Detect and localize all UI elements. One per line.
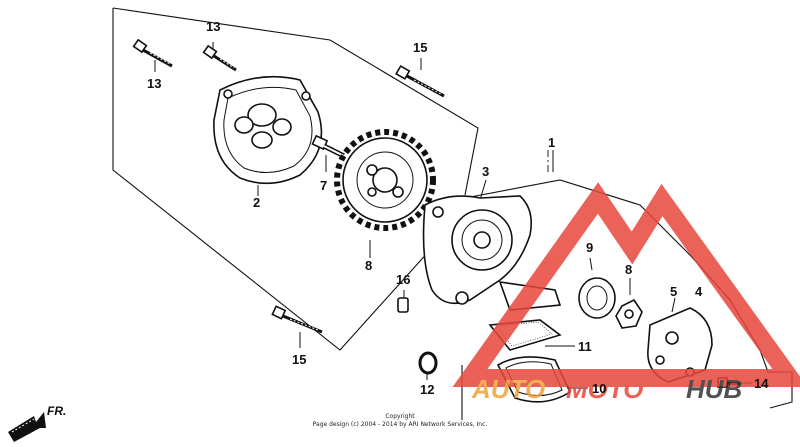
copyright-notice: Page design (c) 2004 - 2014 by ARI Netwo… [313,421,488,428]
front-direction-arrow: FR. [8,404,66,442]
watermark-text-hub: HUB [686,374,742,404]
sprocket-8[interactable] [334,129,436,231]
outer-rotor-9[interactable] [578,277,616,319]
copyright-title: Copyright [385,413,415,420]
callout-8-rotor: 8 [625,262,632,277]
front-direction-label: FR. [47,404,66,418]
callout-13-left: 13 [147,76,161,91]
bolt-15-top[interactable] [395,64,445,98]
callout-9: 9 [586,240,593,255]
callout-14: 14 [754,376,769,391]
callout-5: 5 [670,284,677,299]
pump-body-3[interactable] [422,195,562,311]
bolt-15-lower[interactable] [271,305,323,334]
callout-15-lower: 15 [292,352,306,367]
callout-12: 12 [420,382,434,397]
callout-4: 4 [695,284,703,299]
callout-labels: 13 13 15 1 7 2 3 8 16 9 8 5 4 15 11 12 1… [147,19,769,397]
callout-2: 2 [253,195,260,210]
bolt-13-right[interactable] [202,44,237,72]
callout-10: 10 [592,381,606,396]
watermark-text-auto: AUTO [471,374,545,404]
watermark-text-moto: MOTO [566,374,644,404]
callout-13-right: 13 [206,19,220,34]
callout-16: 16 [396,272,410,287]
callout-1: 1 [548,135,555,150]
copyright-footer: Copyright Page design (c) 2004 - 2014 by… [313,413,488,428]
pump-cover-2[interactable] [213,75,323,185]
callout-11: 11 [578,339,592,354]
callout-7: 7 [320,178,327,193]
dowel-pin-16[interactable] [397,297,409,313]
watermark-logo: AUTO MOTO HUB [452,182,800,404]
callout-8-sprocket: 8 [365,258,372,273]
callout-3: 3 [482,164,489,179]
o-ring-12[interactable] [418,351,438,375]
shaft-pin-7[interactable] [311,134,350,161]
callout-15-top: 15 [413,40,427,55]
inner-rotor-8[interactable] [615,298,643,329]
leader-lines [154,42,752,389]
bolt-13-left[interactable] [132,38,173,68]
